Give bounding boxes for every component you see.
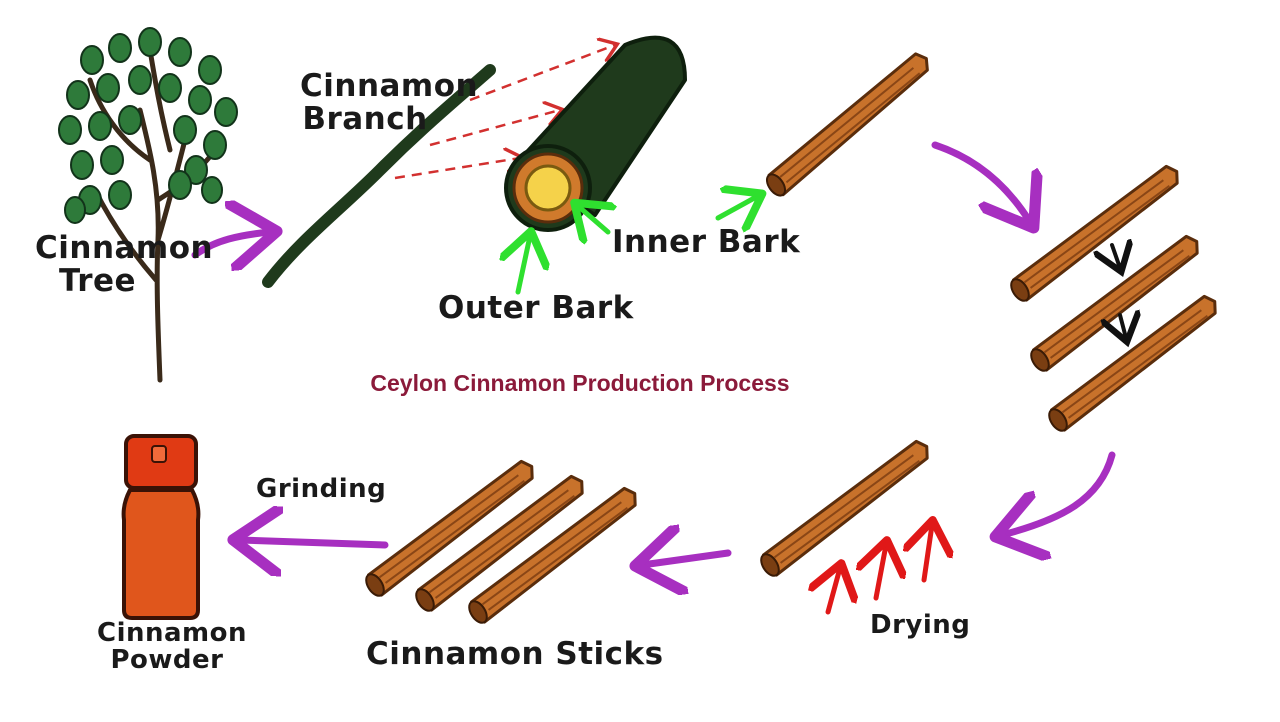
cinnamon-branch-icon [262, 64, 496, 288]
flow-arrow [191, 232, 270, 255]
label-line: Tree [58, 262, 137, 299]
cinnamon-powder-label: Cinnamon Powder [97, 618, 248, 676]
label-line: Cinnamon [97, 618, 248, 648]
drying-label: Drying [870, 610, 971, 640]
cinnamon-quill-icon [754, 48, 944, 201]
label-line: Branch [302, 100, 428, 137]
cinnamon-sticks-label: Cinnamon Sticks [366, 636, 664, 672]
cinnamon-tree-icon [58, 27, 238, 383]
outer-bark-label: Outer Bark [438, 290, 634, 326]
label-line: Cinnamon [300, 68, 479, 104]
label-line: Powder [110, 645, 224, 676]
bark-log-icon [504, 35, 687, 232]
inner-bark-label: Inner Bark [612, 224, 801, 260]
diagram-title: Ceylon Cinnamon Production Process [370, 370, 790, 396]
grinding-label: Grinding [256, 474, 387, 504]
label-line: Cinnamon [35, 230, 214, 266]
cinnamon-tree-label: Cinnamon Tree [35, 230, 214, 299]
spice-jar-icon [121, 434, 201, 620]
cinnamon-branch-label: Cinnamon Branch [300, 68, 479, 137]
